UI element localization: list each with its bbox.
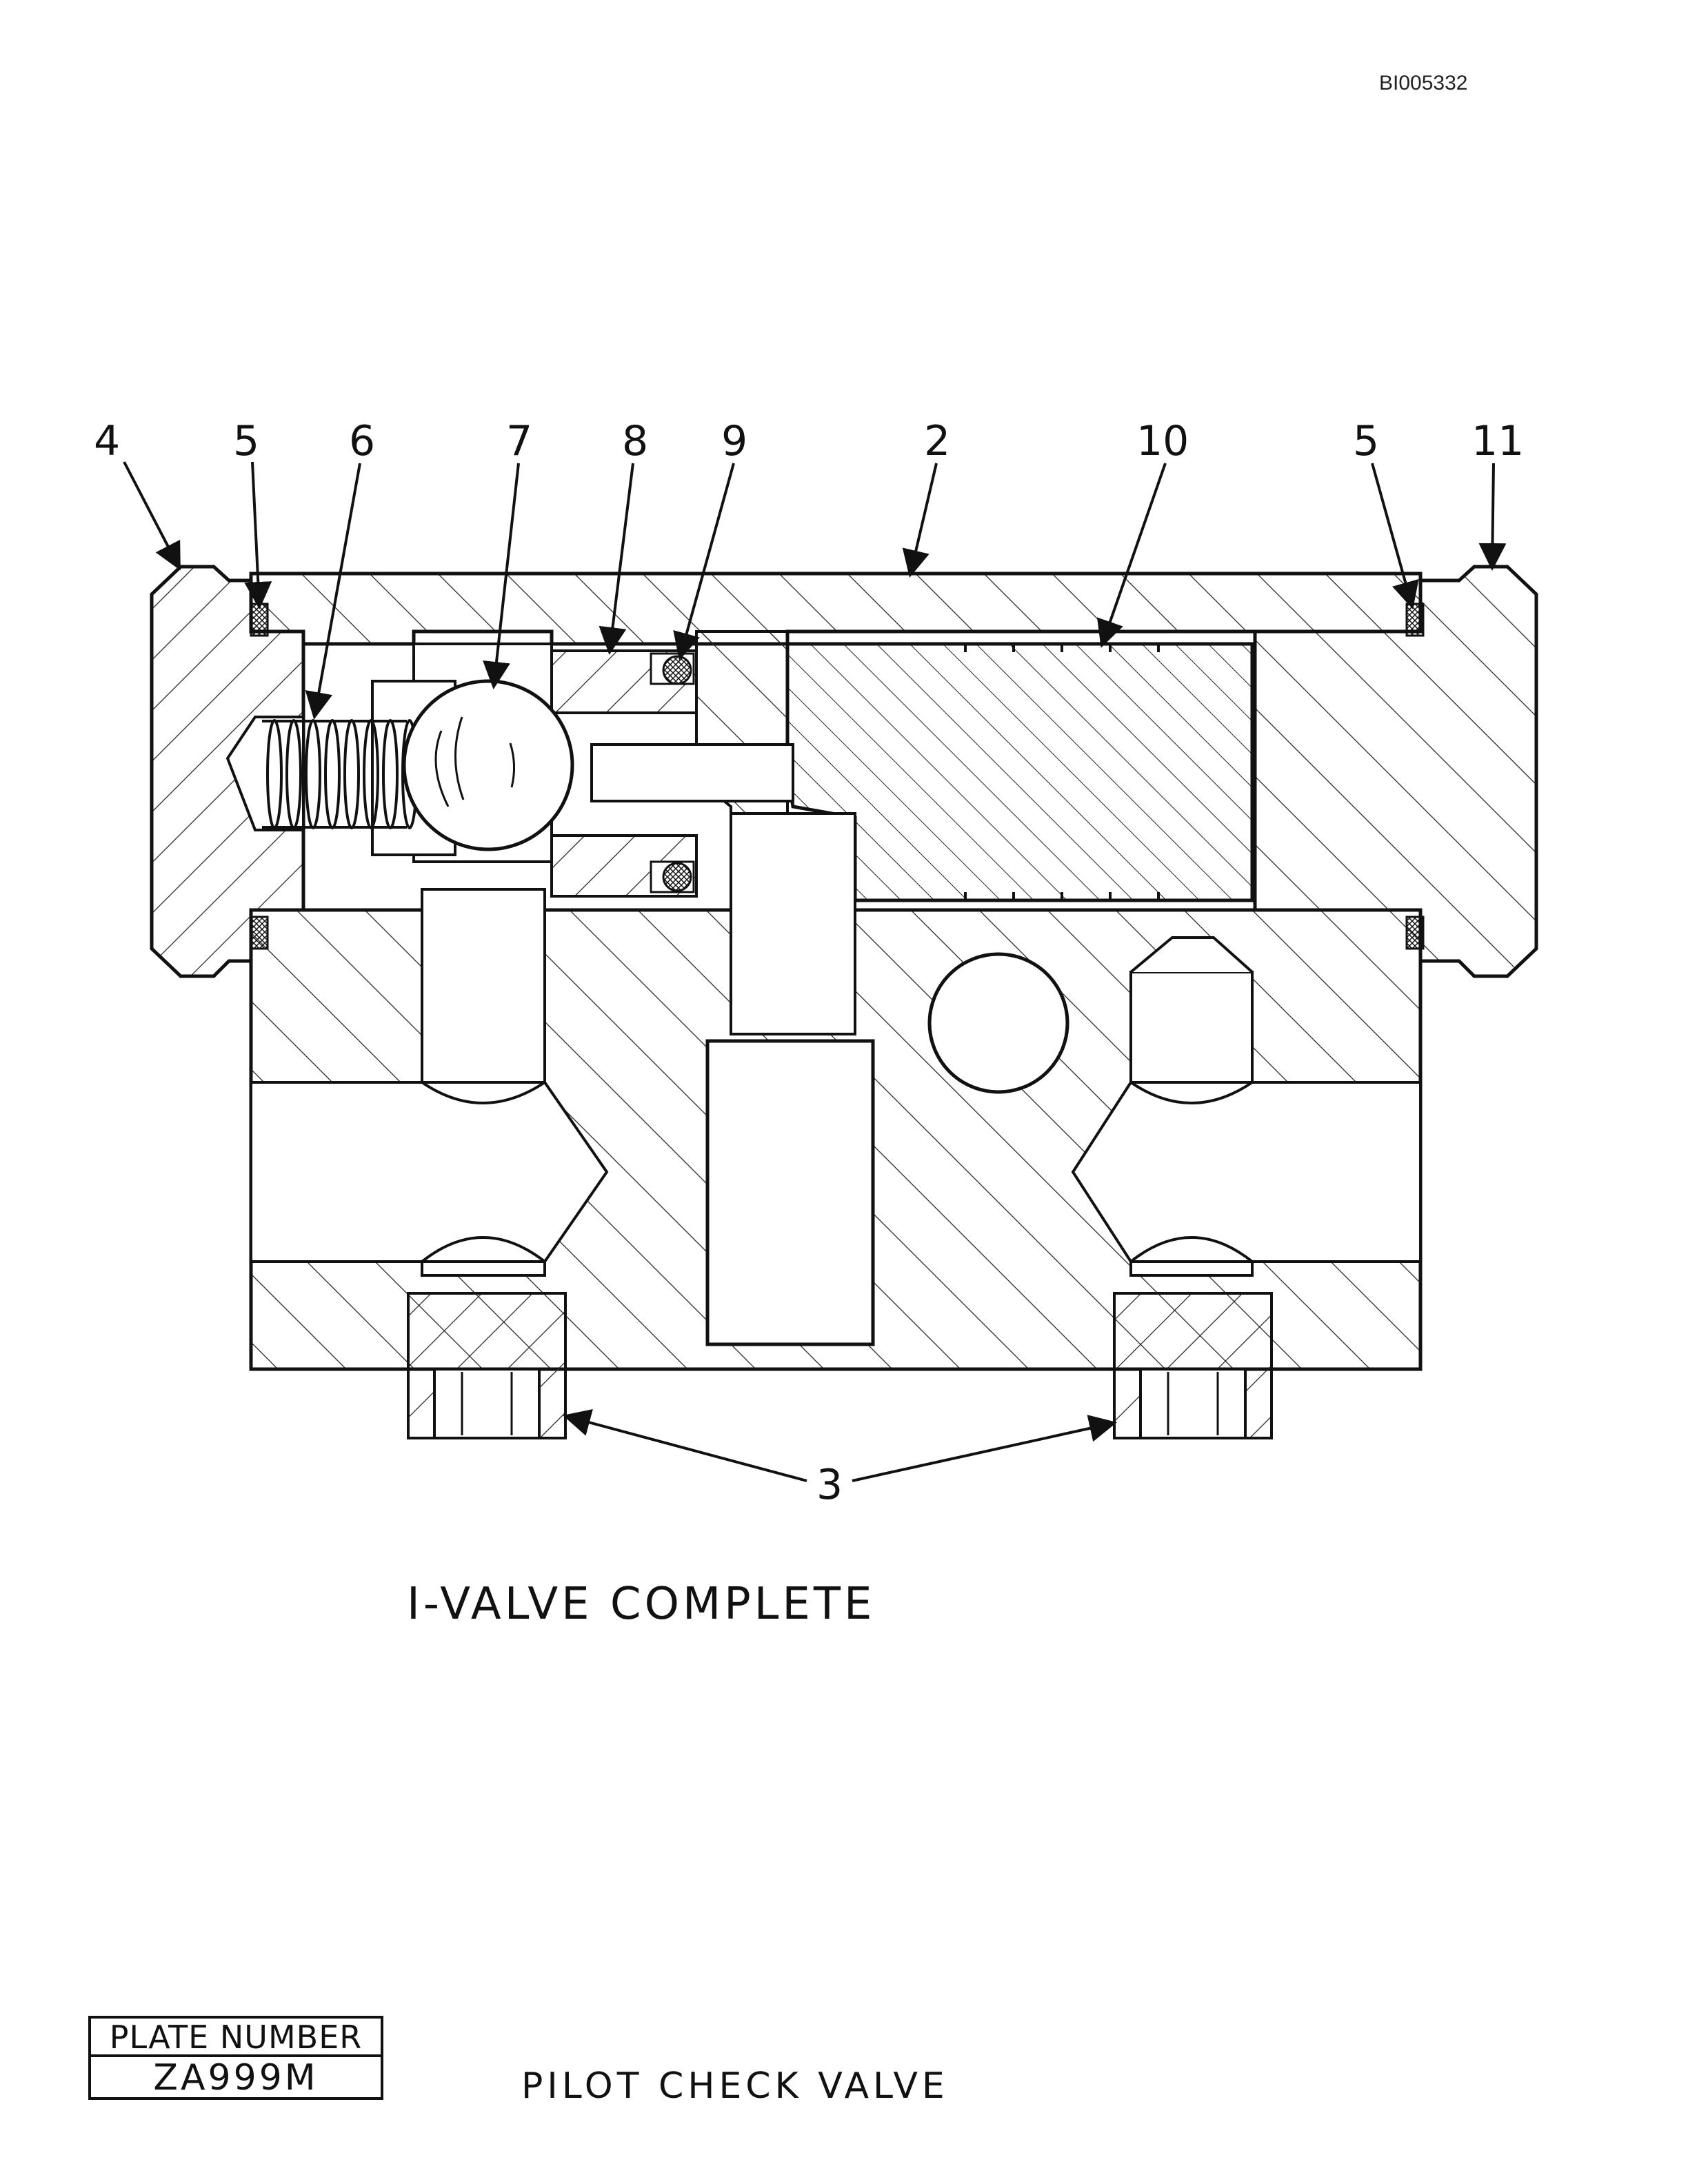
- leader-lines: [123, 461, 1507, 1482]
- callout-10: 10: [1136, 417, 1189, 465]
- callout-5-right: 5: [1353, 417, 1380, 465]
- callout-2: 2: [924, 417, 951, 465]
- callout-11: 11: [1471, 417, 1525, 465]
- callout-4: 4: [94, 417, 121, 465]
- callout-8: 8: [622, 417, 649, 465]
- drawing-caption: I-VALVE COMPLETE: [407, 1579, 876, 1630]
- document-id: BI005332: [1379, 72, 1468, 94]
- internal-passages: [250, 812, 1422, 1346]
- plate-number-value: ZA999M: [153, 2057, 319, 2099]
- callout-7: 7: [506, 417, 533, 465]
- callout-3: 3: [816, 1461, 843, 1509]
- port-fittings: [407, 1292, 1273, 1439]
- plate-number-label: PLATE NUMBER: [91, 2019, 381, 2057]
- spring: [262, 719, 418, 829]
- o-rings: [650, 652, 695, 893]
- callout-9: 9: [721, 417, 748, 465]
- callout-5-left: 5: [233, 417, 260, 465]
- spool-piston: [590, 642, 1254, 902]
- callout-6: 6: [349, 417, 376, 465]
- plate-number-box: PLATE NUMBER ZA999M: [88, 2016, 383, 2100]
- drawing-title: PILOT CHECK VALVE: [521, 2065, 949, 2107]
- check-ball: [402, 679, 574, 851]
